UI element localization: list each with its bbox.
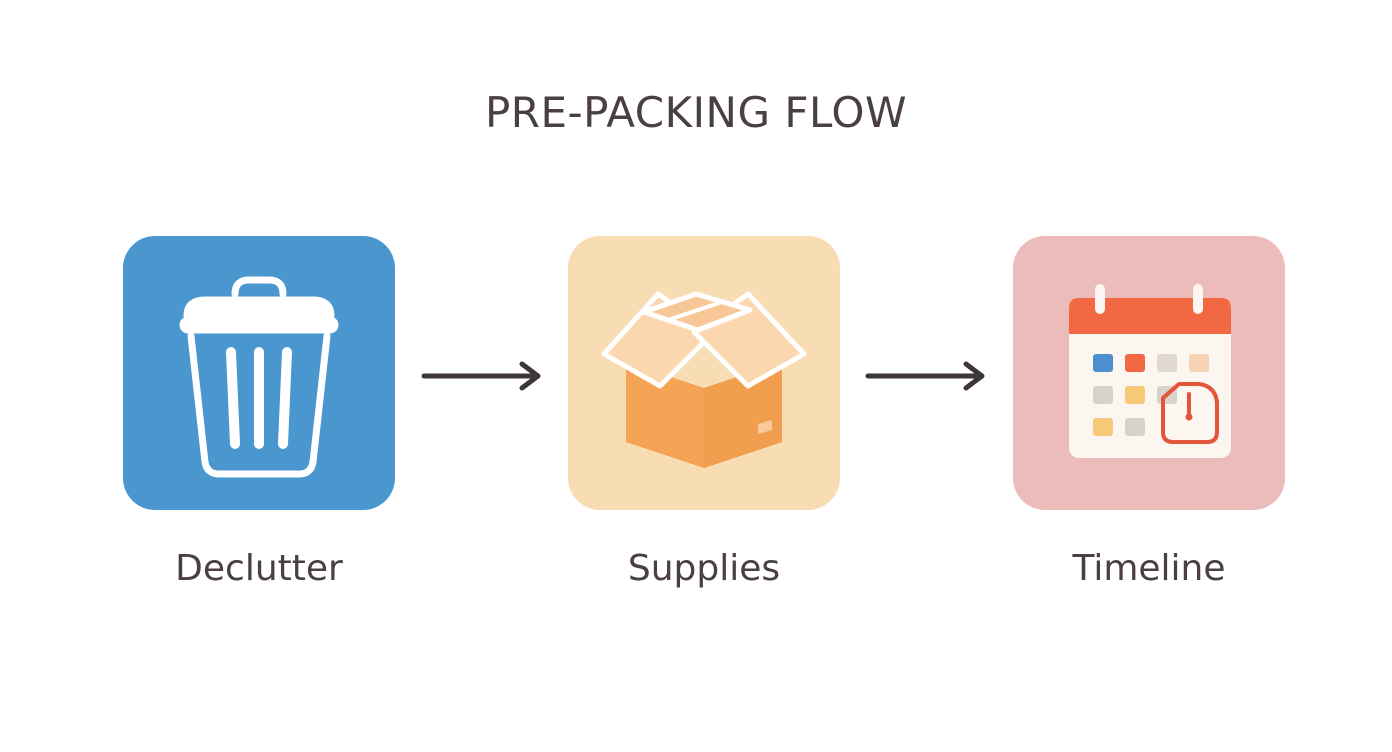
diagram-title: PRE-PACKING FLOW [484,88,908,137]
step-timeline: Timeline [1013,236,1285,589]
arrow-right-icon [421,361,541,391]
trash-can-icon [179,276,339,478]
supplies-tile [568,236,840,510]
step-label-timeline: Timeline [1072,548,1226,589]
calendar-clock-icon [1069,284,1231,458]
arrow-right-icon [865,361,985,391]
step-label-declutter: Declutter [175,548,343,589]
step-label-supplies: Supplies [627,548,781,589]
timeline-tile [1013,236,1285,510]
declutter-tile [123,236,395,510]
box-icon [601,291,807,468]
step-supplies: Supplies [568,236,840,589]
step-declutter: Declutter [123,236,395,589]
